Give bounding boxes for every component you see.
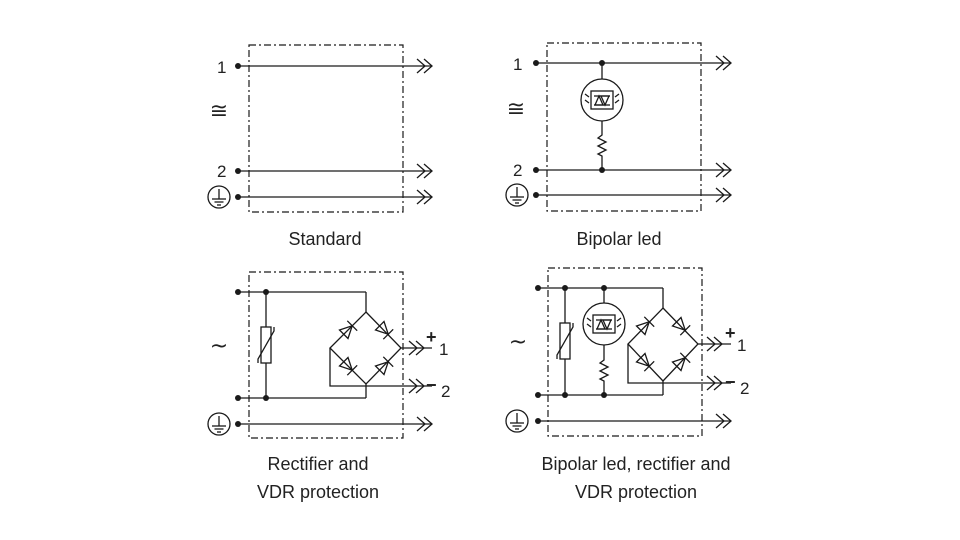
wire-ground bbox=[505, 183, 732, 207]
ac-dc-supply-icon: ≅ bbox=[210, 99, 228, 124]
bipolar-led-icon bbox=[580, 78, 624, 122]
led-branch bbox=[582, 288, 626, 395]
housing-outline bbox=[248, 44, 404, 213]
earth-ground-icon bbox=[207, 412, 231, 436]
output-negative: − 2 bbox=[408, 375, 450, 401]
terminal-1-label: 1 bbox=[513, 55, 522, 74]
panel-bipolar-led: 1 ≅ 2 Bipolar led bbox=[505, 42, 732, 249]
output-2-label: 2 bbox=[740, 379, 749, 398]
wire-1 bbox=[235, 58, 433, 74]
resistor-icon bbox=[599, 355, 609, 385]
minus-sign: − bbox=[725, 372, 736, 392]
bridge-rectifier bbox=[627, 288, 731, 395]
caption-line-1: Bipolar led, rectifier and bbox=[541, 454, 730, 474]
varistor-icon bbox=[257, 326, 275, 364]
resistor-icon bbox=[597, 130, 607, 160]
varistor-icon bbox=[556, 322, 574, 360]
wire-ground bbox=[207, 412, 433, 436]
plus-sign: + bbox=[426, 327, 437, 347]
panel-bipolar-led-rectifier-vdr: ~ bbox=[505, 267, 749, 502]
bipolar-led-icon bbox=[582, 302, 626, 346]
wire-2 bbox=[235, 163, 433, 179]
caption-line-2: VDR protection bbox=[257, 482, 379, 502]
ac-supply-icon: ~ bbox=[509, 330, 527, 355]
terminal-2-label: 2 bbox=[513, 161, 522, 180]
caption-standard: Standard bbox=[288, 229, 361, 249]
ac-dc-supply-icon: ≅ bbox=[507, 97, 525, 122]
housing-outline bbox=[546, 42, 702, 212]
bridge-rectifier bbox=[329, 292, 432, 398]
earth-ground-icon bbox=[505, 409, 529, 433]
housing-outline bbox=[547, 267, 703, 437]
wire-ground bbox=[505, 409, 732, 433]
caption-bipolar-led: Bipolar led bbox=[576, 229, 661, 249]
wire-ground bbox=[207, 185, 433, 209]
terminal-1-label: 1 bbox=[217, 58, 226, 77]
wire-2 bbox=[533, 162, 732, 178]
minus-sign: − bbox=[426, 375, 437, 395]
earth-ground-icon bbox=[505, 183, 529, 207]
output-negative: − 2 bbox=[706, 372, 749, 398]
earth-ground-icon bbox=[207, 185, 231, 209]
ac-supply-icon: ~ bbox=[210, 334, 228, 359]
output-1-label: 1 bbox=[439, 340, 448, 359]
panel-rectifier-vdr: ~ + 1 − 2 bbox=[207, 271, 450, 502]
output-positive: + 1 bbox=[698, 323, 746, 355]
panel-standard: 1 ≅ 2 Standard bbox=[207, 44, 433, 249]
output-2-label: 2 bbox=[441, 382, 450, 401]
led-branch bbox=[580, 63, 624, 170]
caption-line-2: VDR protection bbox=[575, 482, 697, 502]
plus-sign: + bbox=[725, 323, 736, 343]
housing-outline bbox=[248, 271, 404, 439]
output-1-label: 1 bbox=[737, 336, 746, 355]
output-positive: + 1 bbox=[401, 327, 448, 359]
caption-line-1: Rectifier and bbox=[267, 454, 368, 474]
terminal-2-label: 2 bbox=[217, 162, 226, 181]
